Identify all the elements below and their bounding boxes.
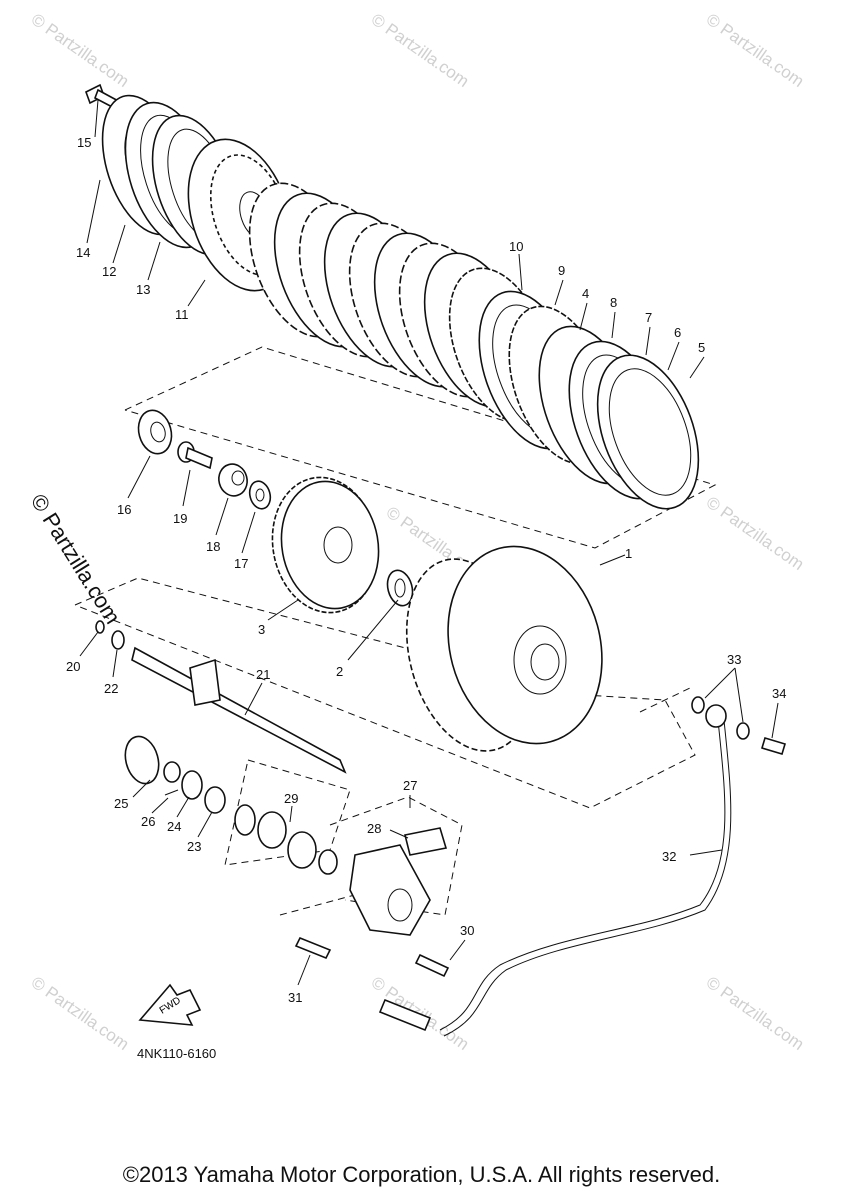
part-16-bearing xyxy=(137,409,173,455)
part-20-22 xyxy=(95,620,125,650)
callout-15: 15 xyxy=(77,135,91,150)
part-34-banjo-bolt xyxy=(761,737,786,755)
callout-21: 21 xyxy=(256,667,270,682)
callout-25: 25 xyxy=(114,796,128,811)
part-18-collar xyxy=(218,463,248,497)
callout-33: 33 xyxy=(727,652,741,667)
callout-17: 17 xyxy=(234,556,248,571)
callout-31: 31 xyxy=(288,990,302,1005)
part-1-clutch-housing xyxy=(405,545,603,752)
callout-23: 23 xyxy=(187,839,201,854)
part-29-piston-seals xyxy=(234,804,338,875)
watermark: © Partzilla.com xyxy=(368,10,473,91)
callout-19: 19 xyxy=(173,511,187,526)
callout-32: 32 xyxy=(662,849,676,864)
callout-2: 2 xyxy=(336,664,343,679)
callouts: 1 2 3 4 5 6 7 8 9 10 11 12 13 14 15 16 1… xyxy=(66,99,786,1005)
callout-13: 13 xyxy=(136,282,150,297)
part-19-pushrod xyxy=(177,441,213,470)
callout-10: 10 xyxy=(509,239,523,254)
callout-20: 20 xyxy=(66,659,80,674)
callout-11: 11 xyxy=(175,307,189,322)
watermark: © Partzilla.com xyxy=(703,493,808,574)
part-33-washers xyxy=(691,696,750,740)
callout-4: 4 xyxy=(582,286,589,301)
part-21-shaft xyxy=(131,646,347,774)
callout-14: 14 xyxy=(76,245,90,260)
watermark: © Partzilla.com xyxy=(703,973,808,1054)
callout-29: 29 xyxy=(284,791,298,806)
callout-18: 18 xyxy=(206,539,220,554)
callout-34: 34 xyxy=(772,686,786,701)
part-32-hose xyxy=(378,719,732,1037)
callout-6: 6 xyxy=(674,325,681,340)
callout-8: 8 xyxy=(610,295,617,310)
callout-27: 27 xyxy=(403,778,417,793)
watermark-large: © Partzilla.com xyxy=(26,489,126,628)
callout-30: 30 xyxy=(460,923,474,938)
callout-26: 26 xyxy=(141,814,155,829)
copyright-notice: ©2013 Yamaha Motor Corporation, U.S.A. A… xyxy=(122,1162,721,1187)
clutch-plates-stack xyxy=(248,182,700,510)
part-2-thrust-washer xyxy=(386,569,414,607)
callout-3: 3 xyxy=(258,622,265,637)
callout-7: 7 xyxy=(645,310,652,325)
callout-1: 1 xyxy=(625,546,632,561)
fwd-arrow: FWD xyxy=(138,983,202,1026)
part-23-26-bearing-set xyxy=(124,735,226,814)
watermark: © Partzilla.com xyxy=(28,973,133,1054)
callout-12: 12 xyxy=(102,264,116,279)
callout-24: 24 xyxy=(167,819,181,834)
callout-5: 5 xyxy=(698,340,705,355)
part-30-31-bolts xyxy=(294,936,450,978)
callout-28: 28 xyxy=(367,821,381,836)
part-3-driven-gear xyxy=(271,476,380,614)
callout-22: 22 xyxy=(104,681,118,696)
watermark: © Partzilla.com xyxy=(28,10,133,91)
part-27-slave-cylinder xyxy=(349,827,448,936)
watermark: © Partzilla.com xyxy=(703,10,808,91)
diagram-code: 4NK110-6160 xyxy=(137,1046,216,1061)
part-17-washer xyxy=(248,480,272,510)
callout-9: 9 xyxy=(558,263,565,278)
callout-16: 16 xyxy=(117,502,131,517)
